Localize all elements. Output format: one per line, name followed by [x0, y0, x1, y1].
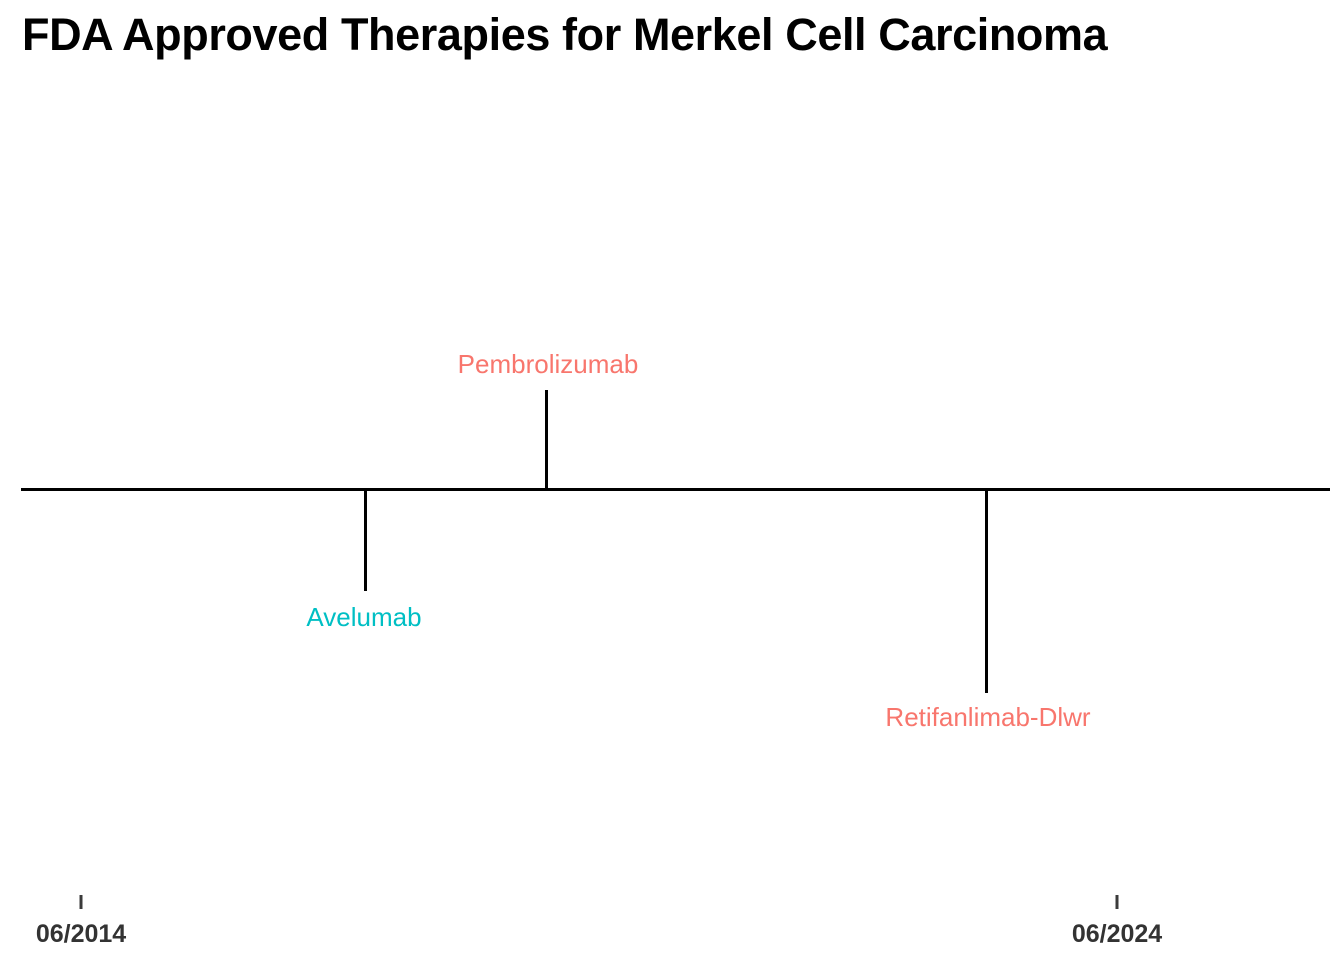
event-stem-avelumab [364, 489, 367, 591]
event-label-avelumab: Avelumab [306, 602, 422, 632]
axis-tick-start [79, 895, 83, 909]
timeline-axis-line [21, 488, 1330, 491]
event-stem-retifanlimab-dlwr [985, 489, 988, 693]
axis-tick-label-start: 06/2014 [35, 920, 127, 948]
event-stem-pembrolizumab [545, 390, 548, 491]
axis-tick-label-end: 06/2024 [1071, 920, 1163, 948]
axis-tick-end [1115, 895, 1119, 909]
event-label-retifanlimab-dlwr: Retifanlimab-Dlwr [885, 702, 1091, 732]
event-label-pembrolizumab: Pembrolizumab [457, 349, 639, 379]
page-title: FDA Approved Therapies for Merkel Cell C… [22, 9, 1108, 60]
